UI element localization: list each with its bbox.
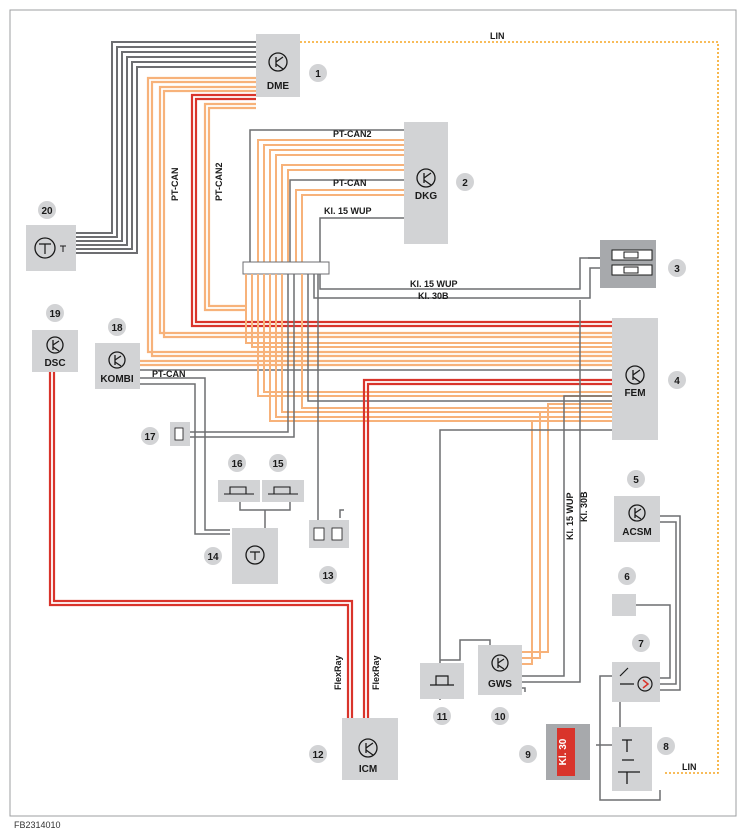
- wire-label-kl15wup-mid: Kl. 15 WUP: [410, 279, 458, 289]
- junction-can-wires-down: [245, 274, 612, 422]
- pt-can-wires-left: [146, 76, 612, 358]
- dsc-module: 19 DSC: [32, 304, 78, 372]
- callout-4: 4: [668, 371, 686, 389]
- gws-module: GWS 10: [478, 645, 522, 725]
- component-20-sensor: 20: [26, 201, 76, 271]
- kombi-ground-wire: [140, 369, 612, 535]
- dkg-gray-wires: [249, 129, 404, 262]
- svg-text:15: 15: [272, 459, 284, 470]
- callout-2: 2: [456, 173, 474, 191]
- pt-can2-wires-left: [190, 93, 612, 328]
- component-17-connector: 17: [141, 422, 190, 446]
- icm-module: ICM 12: [309, 718, 398, 780]
- svg-text:14: 14: [207, 552, 219, 563]
- acsm-wires: [596, 515, 681, 801]
- gws-label: GWS: [488, 679, 512, 690]
- svg-text:17: 17: [144, 432, 156, 443]
- svg-text:12: 12: [312, 750, 324, 761]
- svg-text:20: 20: [41, 206, 53, 217]
- svg-text:11: 11: [437, 712, 448, 723]
- wire-label-kl30b-vertical: Kl. 30B: [579, 491, 589, 522]
- wire-label-pt-can-vertical: PT-CAN: [170, 168, 180, 202]
- svg-text:19: 19: [49, 309, 61, 320]
- wire-label-kl15wup-vertical: Kl. 15 WUP: [565, 492, 575, 540]
- callout-3: 3: [668, 259, 686, 277]
- component-11-switch: 11: [420, 663, 464, 725]
- acsm-label: ACSM: [622, 527, 651, 538]
- callout-1: 1: [309, 64, 327, 82]
- gws-gray-wires: [439, 300, 612, 700]
- fem-label: FEM: [624, 388, 645, 399]
- svg-text:8: 8: [663, 742, 669, 753]
- dme-sensor-wires: [76, 41, 256, 254]
- svg-text:10: 10: [494, 712, 506, 723]
- component-9-terminal-30: Kl. 30 9: [519, 724, 590, 780]
- component-8-battery-sensor: 8: [612, 727, 675, 791]
- svg-text:3: 3: [674, 264, 680, 275]
- kombi-label: KOMBI: [100, 374, 134, 385]
- svg-text:6: 6: [624, 572, 630, 583]
- wire-label-lin-bottom: LIN: [682, 762, 697, 772]
- kombi-can-wires: [140, 359, 612, 367]
- svg-text:5: 5: [633, 475, 639, 486]
- wire-label-flexray-left: FlexRay: [333, 655, 343, 690]
- component-6: 6: [612, 567, 636, 616]
- component-16-switch: 16: [218, 454, 260, 502]
- dkg-module: DKG: [404, 122, 448, 244]
- dme-module: DME: [256, 34, 300, 97]
- component-15-switch: 15: [262, 454, 304, 502]
- component-14-sensor: 14: [204, 528, 278, 584]
- svg-text:9: 9: [525, 750, 531, 761]
- svg-text:4: 4: [674, 376, 680, 387]
- wire-label-kl15wup-top: Kl. 15 WUP: [324, 206, 372, 216]
- dme-label: DME: [267, 81, 290, 92]
- kombi-module: 18 KOMBI: [95, 318, 140, 389]
- svg-text:18: 18: [111, 323, 123, 334]
- wire-label-flexray-right: FlexRay: [371, 655, 381, 690]
- wire-label-pt-can2-vertical: PT-CAN2: [214, 162, 224, 201]
- svg-text:16: 16: [231, 459, 243, 470]
- junction-gray-wires-down: [190, 257, 612, 520]
- component-7-switch: 7: [612, 634, 660, 702]
- acsm-module: 5 ACSM: [614, 470, 660, 542]
- svg-text:13: 13: [322, 571, 334, 582]
- fuse-box: [600, 240, 656, 288]
- svg-text:1: 1: [315, 69, 321, 80]
- wire-label-pt-can-kombi: PT-CAN: [152, 369, 186, 379]
- lin-bus-wire: [300, 41, 719, 774]
- figure-reference: FB2314010: [14, 820, 61, 830]
- flexray-wires: [48, 372, 612, 728]
- svg-text:2: 2: [462, 178, 468, 189]
- dsc-label: DSC: [44, 358, 65, 369]
- diagram-frame: [9, 9, 737, 817]
- kl30-label: Kl. 30: [558, 738, 569, 765]
- wire-label-lin-top: LIN: [490, 31, 505, 41]
- connector-junction-block: [242, 261, 330, 275]
- wire-label-kl30b-mid: Kl. 30B: [418, 291, 449, 301]
- component-13-connector: 13: [309, 520, 349, 584]
- dkg-can-wires: [257, 139, 404, 262]
- wire-label-pt-can2: PT-CAN2: [333, 129, 372, 139]
- icm-label: ICM: [359, 764, 377, 775]
- fem-module: FEM: [612, 318, 658, 440]
- dkg-label: DKG: [415, 191, 437, 202]
- svg-text:7: 7: [638, 639, 644, 650]
- wire-label-pt-can: PT-CAN: [333, 178, 367, 188]
